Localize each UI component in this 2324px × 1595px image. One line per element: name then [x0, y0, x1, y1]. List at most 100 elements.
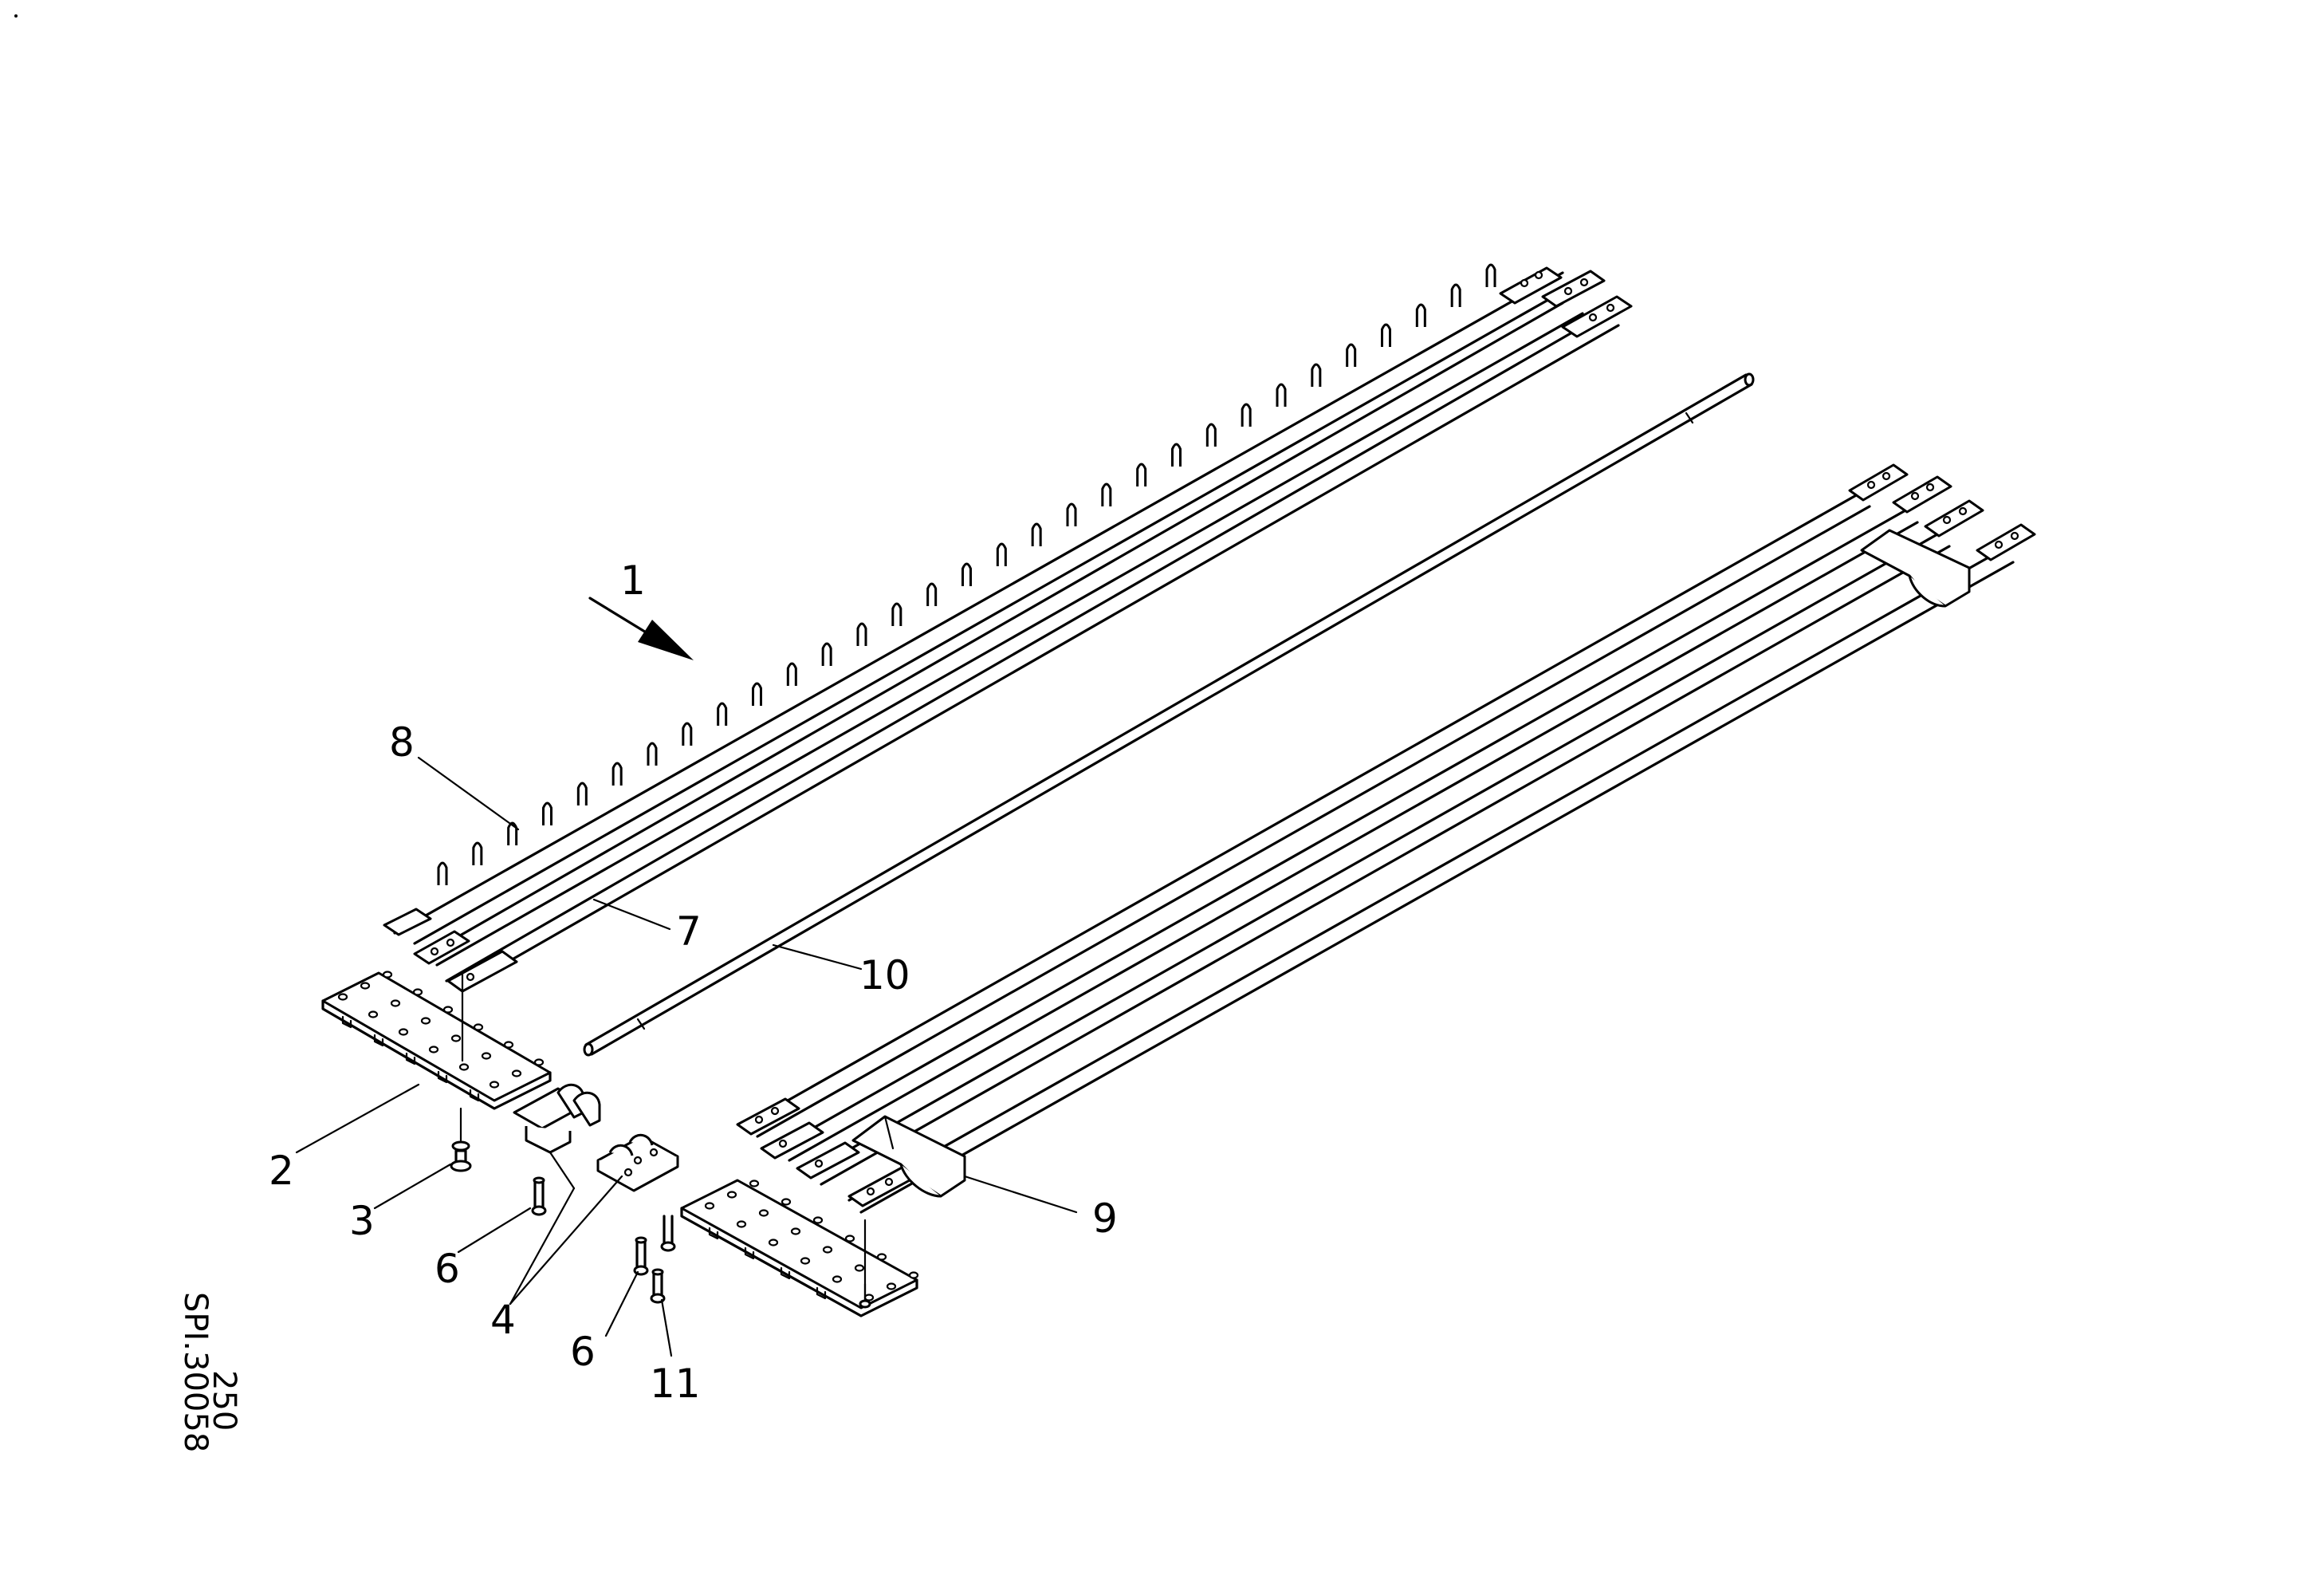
comb-tooth — [682, 722, 693, 746]
plate-hole — [420, 1017, 431, 1025]
comb-tooth — [1136, 463, 1147, 486]
plate-hole — [726, 1191, 737, 1199]
perforated-plate-part-2 — [321, 971, 552, 1142]
drawing-ref-number: SPI.30058 — [177, 1292, 214, 1452]
callout-3: 3 — [349, 1198, 375, 1244]
screw-part-6-left — [531, 1176, 547, 1216]
comb-tooth — [961, 562, 972, 586]
comb-tooth — [1241, 403, 1252, 427]
comb-tooth — [1101, 482, 1112, 506]
plate-hole — [854, 1264, 865, 1272]
plate-hole — [458, 1063, 470, 1071]
screw-part-3 — [450, 1140, 472, 1172]
screws — [450, 1140, 871, 1309]
perforated-plate-right — [680, 1179, 919, 1317]
comb-tooth — [576, 782, 588, 805]
plate-hole — [736, 1220, 747, 1228]
comb-tooth — [1276, 383, 1287, 407]
callout-2: 2 — [269, 1148, 294, 1194]
screw-part-11 — [650, 1215, 676, 1304]
plate-hole — [844, 1235, 855, 1243]
plate-hole — [758, 1209, 769, 1217]
upper-strip-group-part-7 — [413, 270, 1633, 993]
long-rod-part-10 — [583, 372, 1755, 1057]
plate-holes — [337, 971, 545, 1089]
plate-hole — [360, 982, 371, 990]
plate-hole — [489, 1081, 500, 1089]
callout-10: 10 — [859, 952, 910, 998]
comb-tooth — [1031, 522, 1042, 546]
comb-tooth — [996, 542, 1007, 566]
plate-hole — [412, 988, 423, 996]
plate-hole — [822, 1246, 833, 1254]
plate-hole — [398, 1028, 409, 1036]
hinge-brackets-part-4 — [513, 1084, 679, 1192]
comb-tooth — [437, 861, 448, 885]
comb-tooth — [1450, 283, 1461, 307]
plate-hole — [876, 1253, 887, 1261]
plate-hole — [790, 1227, 801, 1235]
drawing-reference: SPI.30058 250 — [177, 1292, 242, 1452]
plate-hole — [749, 1180, 760, 1187]
comb-tooth — [717, 702, 728, 726]
leader-lines — [295, 756, 1078, 1357]
callout-1: 1 — [620, 557, 646, 604]
plate-hole — [812, 1216, 824, 1224]
comb-tooth — [647, 742, 658, 766]
comb-tooth — [856, 622, 867, 646]
plate-hole — [337, 993, 348, 1001]
comb-tooth — [542, 801, 552, 825]
callout-4: 4 — [490, 1297, 516, 1343]
corner-dot — [14, 14, 18, 18]
comb-tooth — [891, 602, 902, 626]
plate-hole — [768, 1239, 779, 1246]
callout-labels: 1 2 3 4 6 6 7 8 9 10 11 — [269, 557, 1118, 1407]
comb-tooth — [786, 662, 797, 686]
callout-6-left: 6 — [435, 1246, 460, 1292]
comb-tooth — [1311, 363, 1322, 387]
plate-hole — [368, 1010, 379, 1018]
plate-hole — [886, 1282, 897, 1290]
comb-tooth — [1171, 443, 1182, 467]
plate-hole — [481, 1052, 492, 1060]
plate-hole — [382, 971, 393, 979]
plate-hole — [800, 1257, 811, 1265]
plate-hole — [863, 1294, 875, 1302]
callout-7: 7 — [676, 908, 702, 955]
plate-hole — [511, 1069, 522, 1077]
comb-tooth — [611, 762, 623, 786]
callout-9: 9 — [1092, 1195, 1118, 1242]
comb-tooth — [926, 582, 938, 606]
comb-tooth — [1066, 502, 1077, 526]
plate-holes — [704, 1180, 919, 1302]
callout-11: 11 — [650, 1361, 701, 1407]
comb-tooth — [1205, 423, 1217, 447]
callout-6-right: 6 — [570, 1329, 596, 1375]
sheet-number: 250 — [206, 1370, 242, 1431]
comb-bar-part-8 — [383, 263, 1572, 945]
comb-tooth — [1346, 343, 1357, 367]
comb-teeth — [437, 263, 1496, 885]
comb-tooth — [1485, 263, 1496, 287]
comb-tooth — [1415, 303, 1426, 327]
screw-part-6-right — [633, 1236, 649, 1276]
comb-tooth — [752, 682, 762, 706]
plate-hole — [390, 999, 401, 1007]
plate-hole — [450, 1034, 462, 1042]
comb-tooth — [821, 642, 832, 666]
plate-hole — [781, 1198, 792, 1206]
plate-hole — [704, 1202, 715, 1210]
assembly-arrow — [588, 597, 694, 660]
plate-hole — [442, 1006, 454, 1014]
plate-hole — [908, 1271, 919, 1279]
plate-hole — [503, 1041, 514, 1049]
plate-hole — [428, 1046, 439, 1053]
callout-8: 8 — [389, 719, 415, 766]
comb-tooth — [1381, 323, 1391, 347]
plate-hole — [473, 1023, 484, 1031]
plate-hole — [533, 1058, 545, 1066]
plate-hole — [832, 1275, 843, 1283]
strip-assembly-part-9 — [736, 463, 2036, 1214]
comb-tooth — [472, 841, 483, 865]
